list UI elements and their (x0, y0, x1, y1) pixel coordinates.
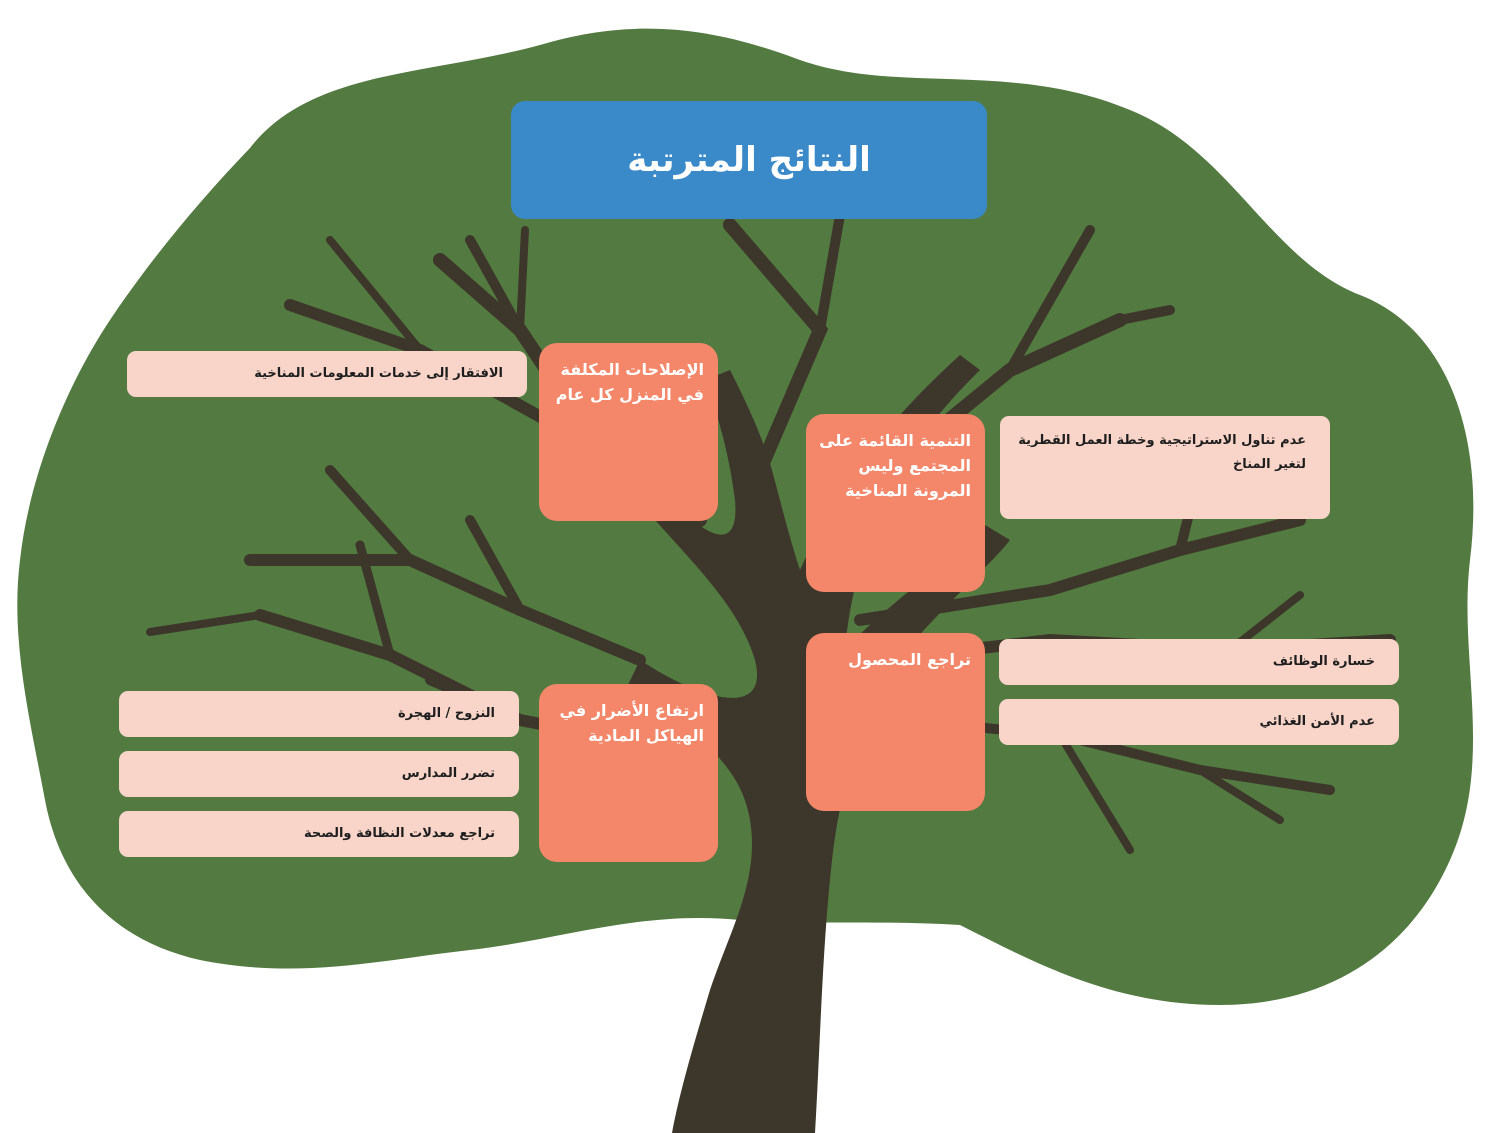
leaf-climate-info: الافتقار إلى خدمات المعلومات المناخية (127, 351, 527, 397)
node-structural-damage: ارتفاع الأضرار في الهياكل المادية (539, 684, 718, 862)
diagram-title: النتائج المترتبة (511, 101, 987, 219)
node-community-development: التنمية القائمة على المجتمع وليس المرونة… (806, 414, 985, 592)
leaf-hygiene-decline: تراجع معدلات النظافة والصحة (119, 811, 519, 857)
leaf-national-strategy: عدم تناول الاستراتيجية وخطة العمل القطري… (1000, 416, 1330, 519)
node-home-repairs: الإصلاحات المكلفة في المنزل كل عام (539, 343, 718, 521)
leaf-schools-damaged: تضرر المدارس (119, 751, 519, 797)
leaf-displacement: النزوح / الهجرة (119, 691, 519, 737)
leaf-job-loss: خسارة الوظائف (999, 639, 1399, 685)
node-crop-decline: تراجع المحصول (806, 633, 985, 811)
leaf-food-insecurity: عدم الأمن الغذائي (999, 699, 1399, 745)
